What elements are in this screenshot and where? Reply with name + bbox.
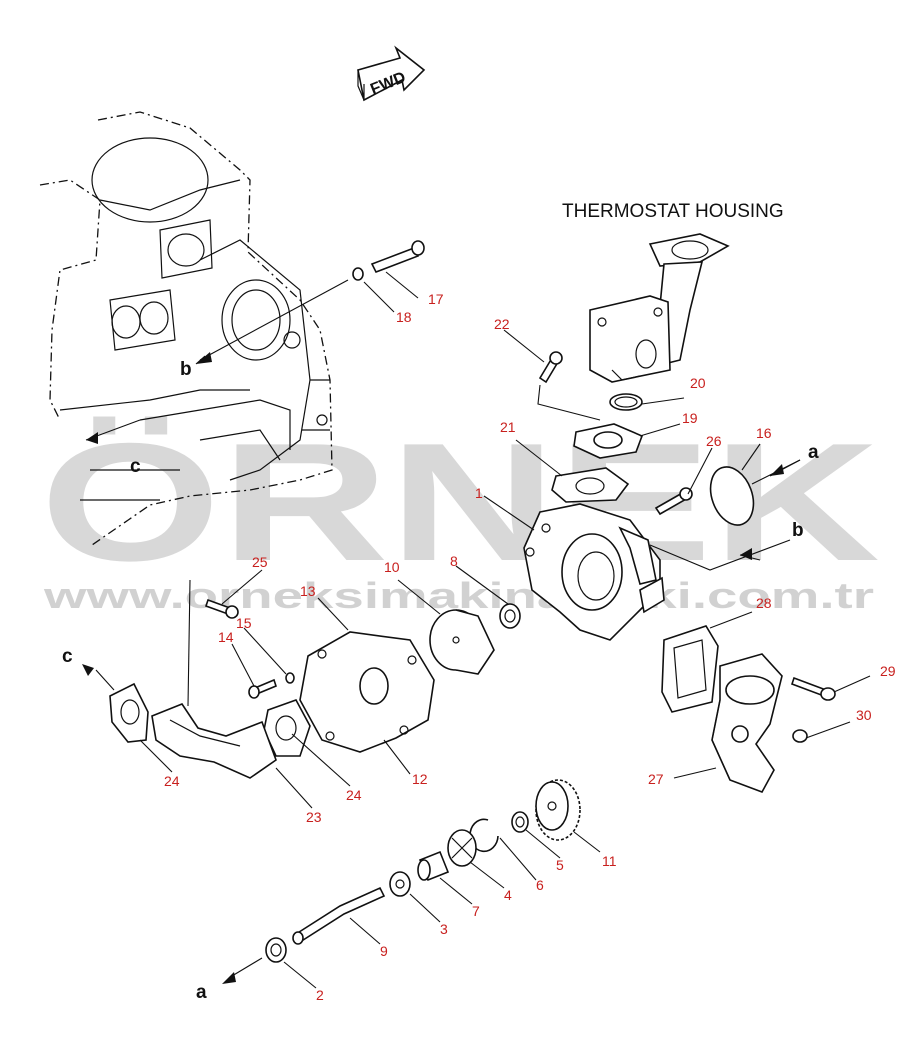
bolt-29 <box>790 676 836 701</box>
shaft-9 <box>292 886 386 945</box>
callout-14: 14 <box>218 629 234 645</box>
bearing-5 <box>511 811 529 833</box>
callout-23: 23 <box>306 809 322 825</box>
ref-arrow-b-right <box>740 548 752 560</box>
washer-18 <box>352 267 364 281</box>
bolt-22 <box>538 351 563 384</box>
elbow-pipe-27 <box>711 653 783 793</box>
thermostat-housing <box>589 233 730 383</box>
callout-12: 12 <box>412 771 428 787</box>
cover-plate-12 <box>299 631 435 753</box>
callout-22: 22 <box>494 316 510 332</box>
callout-7: 7 <box>472 903 480 919</box>
callout-4: 4 <box>504 887 512 903</box>
callout-27: 27 <box>648 771 664 787</box>
callout-18: 18 <box>396 309 412 325</box>
seal-8 <box>499 603 521 629</box>
spacer-7 <box>417 850 450 882</box>
thermostat-19 <box>573 423 644 459</box>
callout-25: 25 <box>252 554 268 570</box>
callout-16: 16 <box>756 425 772 441</box>
o-ring-16 <box>709 466 755 526</box>
engine-block <box>39 111 333 546</box>
ref-arrow-a-bottom <box>222 972 236 984</box>
ref-b-left: b <box>180 359 192 380</box>
gasket-24-left <box>109 682 149 743</box>
callout-1: 1 <box>475 485 483 501</box>
forward-arrow-icon: FWD <box>357 45 426 102</box>
inlet-pipe-23 <box>151 703 277 779</box>
watermark-url: www.orneksimakinamaki.com.tr <box>42 575 874 616</box>
bearing-3 <box>389 871 411 897</box>
bolt-30 <box>792 729 808 743</box>
callout-9: 9 <box>380 943 388 959</box>
ref-arrow-c-top <box>85 419 141 444</box>
diagram-title: THERMOSTAT HOUSING <box>562 201 784 222</box>
ref-b-right: b <box>792 520 804 541</box>
impeller-4 <box>447 829 477 867</box>
callout-19: 19 <box>682 410 698 426</box>
callout-21: 21 <box>500 419 516 435</box>
callout-26: 26 <box>706 433 722 449</box>
gear-11 <box>535 779 581 841</box>
callout-30: 30 <box>856 707 872 723</box>
ref-arrow-b-left <box>196 352 212 364</box>
callout-2: 2 <box>316 987 324 1003</box>
callout-15: 15 <box>236 615 252 631</box>
ref-a-top: a <box>808 442 819 463</box>
gasket-28 <box>661 625 719 713</box>
callout-20: 20 <box>690 375 706 391</box>
callout-28: 28 <box>756 595 772 611</box>
callout-13: 13 <box>300 583 316 599</box>
ref-c-top: c <box>130 456 141 477</box>
ref-arrow-a-top <box>769 459 801 477</box>
ref-c-left: c <box>62 646 73 667</box>
ref-a-bottom: a <box>196 982 207 1003</box>
impeller-10 <box>429 609 495 675</box>
callout-24-left: 24 <box>164 773 180 789</box>
bolt-17 <box>370 240 425 274</box>
callout-24-right: 24 <box>346 787 362 803</box>
water-pump-housing-1 <box>523 503 665 641</box>
washer-15 <box>285 672 295 684</box>
bolt-14 <box>248 678 277 699</box>
callout-3: 3 <box>440 921 448 937</box>
callout-5: 5 <box>556 857 564 873</box>
callout-17: 17 <box>428 291 444 307</box>
callout-29: 29 <box>880 663 896 679</box>
callout-leaders <box>139 271 871 989</box>
bolt-26 <box>654 487 693 516</box>
callout-11: 11 <box>602 853 617 869</box>
gasket-21 <box>551 467 630 503</box>
callout-10: 10 <box>384 559 400 575</box>
callout-6: 6 <box>536 877 544 893</box>
ref-arrow-c-left <box>82 664 94 676</box>
callout-numbers: 1 2 3 4 5 6 7 8 9 10 11 12 13 14 15 16 1… <box>164 291 896 1003</box>
callout-8: 8 <box>450 553 458 569</box>
bearing-2 <box>265 937 287 963</box>
bolt-25 <box>204 598 239 619</box>
